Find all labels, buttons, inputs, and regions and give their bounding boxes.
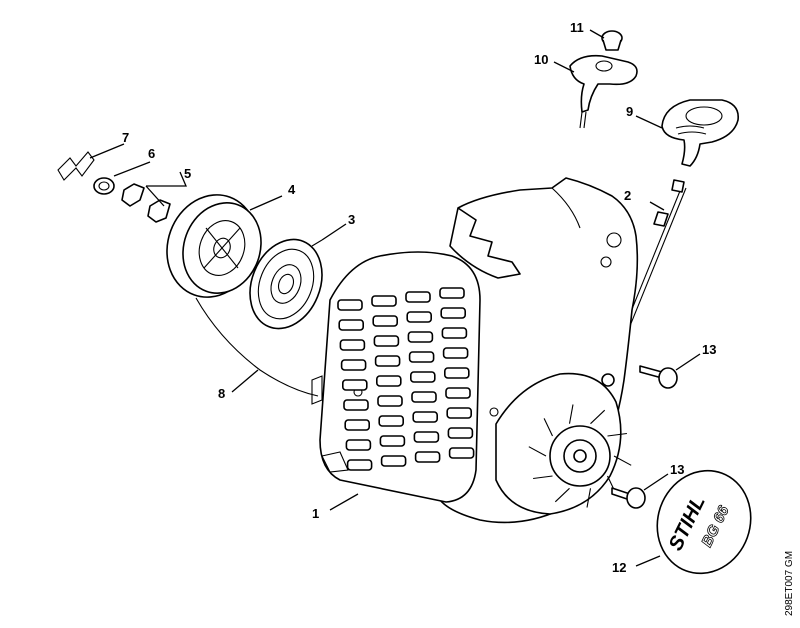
part-spring-clip <box>57 151 95 181</box>
callout-13-lower: 13 <box>670 462 684 477</box>
grille-slat <box>439 287 465 299</box>
grille-slat <box>409 371 436 383</box>
part-cap <box>601 30 623 51</box>
part-screw-upper <box>639 365 678 389</box>
grille-slat <box>371 295 397 307</box>
grille-slat <box>343 399 369 411</box>
grille-slat <box>377 395 403 407</box>
grille-slat <box>447 427 474 439</box>
grille-slat <box>341 379 368 391</box>
callout-6: 6 <box>148 146 155 161</box>
grille-slat <box>408 351 435 363</box>
grille-slat <box>413 431 440 443</box>
vent-rib <box>590 409 606 425</box>
grille-slat <box>340 359 367 371</box>
vent-rib <box>528 446 547 457</box>
vent-rib <box>568 404 574 424</box>
grille-slat <box>441 327 468 339</box>
grille-slat <box>414 451 441 463</box>
drawing-reference-code: 298ET007 GM <box>784 551 795 616</box>
grille-slat <box>440 307 467 319</box>
part-screw-lower <box>611 487 646 509</box>
callout-8: 8 <box>218 386 225 401</box>
grille-slat <box>446 407 473 419</box>
grille-slat <box>379 435 406 447</box>
vent-rib <box>533 475 553 480</box>
vent-rib <box>613 455 632 466</box>
housing-grille-slats <box>337 287 475 471</box>
callout-12: 12 <box>612 560 626 575</box>
leader-lines <box>89 29 701 567</box>
vent-rib <box>607 432 627 437</box>
starter-cover-vents <box>528 404 632 508</box>
grille-slat <box>337 299 363 311</box>
grille-slat <box>445 387 471 399</box>
grille-slat <box>339 339 366 351</box>
part-rope-rotor <box>166 194 262 298</box>
grille-slat <box>338 319 365 331</box>
grille-slat <box>378 415 405 427</box>
drawing-code-text: 298ET007 GM <box>784 551 795 616</box>
callout-3: 3 <box>348 212 355 227</box>
part-logo-badge: STIHL BG 66 <box>656 469 752 575</box>
callout-1: 1 <box>312 506 319 521</box>
part-grip <box>661 99 739 167</box>
grille-slat <box>374 355 401 367</box>
grille-slat <box>346 459 373 471</box>
callout-11: 11 <box>570 20 584 35</box>
vent-rib <box>554 487 570 503</box>
callout-2: 2 <box>624 188 631 203</box>
grille-slat <box>448 447 475 459</box>
callout-9: 9 <box>626 104 633 119</box>
grille-slat <box>412 411 439 423</box>
grille-slat <box>375 375 402 387</box>
grille-slat <box>372 315 399 327</box>
grille-slat <box>442 347 469 359</box>
part-starter-rope <box>195 297 319 397</box>
grille-slat <box>344 419 371 431</box>
part-pawls <box>121 183 171 223</box>
vent-rib <box>543 418 553 437</box>
grille-slat <box>373 335 400 347</box>
grille-slat <box>345 439 372 451</box>
callout-5: 5 <box>184 166 191 181</box>
grille-slat <box>380 455 407 467</box>
grille-slat <box>443 367 470 379</box>
callout-labels: 1 2 3 4 5 6 7 8 9 10 11 12 13 13 <box>122 20 716 575</box>
callout-4: 4 <box>288 182 296 197</box>
callout-13-upper: 13 <box>702 342 716 357</box>
vent-rib <box>586 488 592 508</box>
part-washer <box>93 177 115 195</box>
grille-slat <box>407 331 434 343</box>
part-rewind-spring <box>249 238 323 330</box>
grille-slat <box>405 291 431 303</box>
part-control-handle <box>569 54 638 129</box>
grille-slat <box>406 311 433 323</box>
callout-7: 7 <box>122 130 129 145</box>
callout-10: 10 <box>534 52 548 67</box>
grille-slat <box>411 391 437 403</box>
